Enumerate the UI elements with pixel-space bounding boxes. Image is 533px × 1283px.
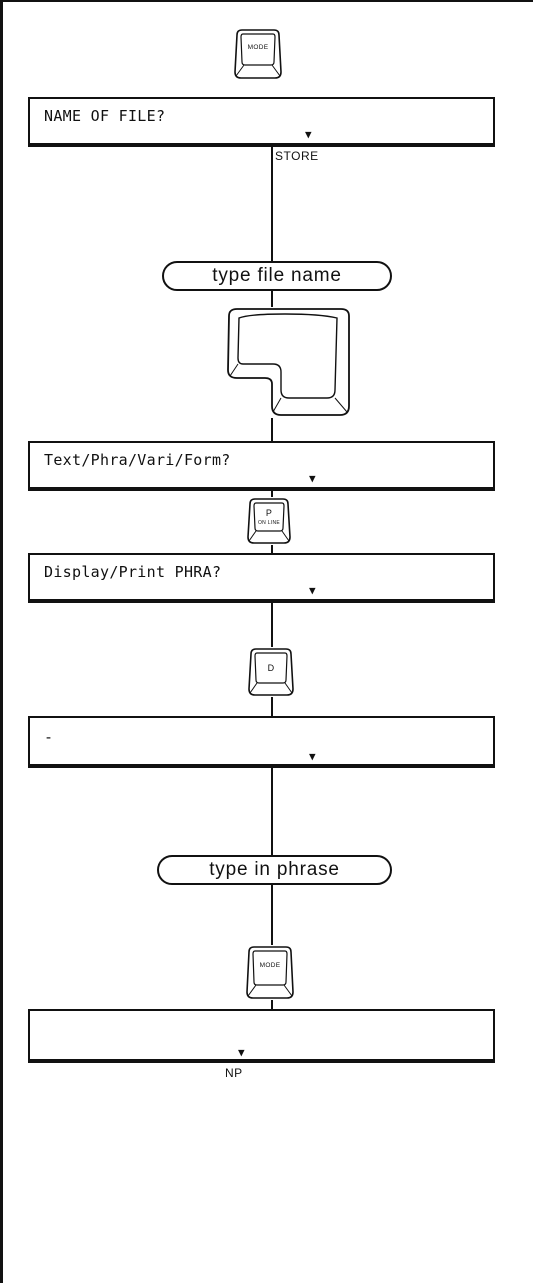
np-label: NP xyxy=(225,1066,243,1080)
connector-line xyxy=(271,291,273,307)
key-cap-icon xyxy=(246,946,294,999)
cursor-marker-icon: ▼ xyxy=(309,584,316,597)
connector-line xyxy=(271,545,273,553)
diagram-frame-left xyxy=(0,0,3,1283)
connector-line xyxy=(271,491,273,497)
key-label: MODE xyxy=(259,962,281,969)
connector-line xyxy=(271,418,273,441)
connector-line xyxy=(271,1000,273,1009)
cursor-marker-icon: ▼ xyxy=(309,750,316,763)
lcd-display-name-of-file: NAME OF FILE? ▼ xyxy=(28,97,495,147)
key-label: MODE xyxy=(247,44,269,51)
display-text: NAME OF FILE? xyxy=(44,107,166,125)
connector-line xyxy=(271,147,273,262)
return-key-icon xyxy=(225,306,353,418)
lcd-display-phrase-entry: - ▼ xyxy=(28,716,495,768)
action-type-file-name: type file name xyxy=(162,261,392,291)
key-cap-icon xyxy=(234,29,282,79)
store-label: STORE xyxy=(275,149,319,163)
lcd-display-file-type: Text/Phra/Vari/Form? ▼ xyxy=(28,441,495,491)
connector-line xyxy=(271,768,273,856)
display-text: - xyxy=(44,728,54,746)
connector-line xyxy=(271,697,273,717)
key-cap-icon xyxy=(247,498,291,544)
cursor-marker-icon: ▼ xyxy=(238,1046,245,1059)
diagram-frame-top xyxy=(0,0,533,2)
connector-line xyxy=(271,885,273,945)
d-key: D xyxy=(247,647,295,697)
key-cap-icon xyxy=(248,648,294,696)
key-label: P xyxy=(265,508,273,518)
key-label: D xyxy=(267,663,275,673)
connector-line xyxy=(271,603,273,647)
p-key: P ON LINE xyxy=(246,497,292,545)
action-type-in-phrase: type in phrase xyxy=(157,855,392,885)
lcd-display-empty: ▼ xyxy=(28,1009,495,1063)
display-text: Display/Print PHRA? xyxy=(44,563,222,581)
key-sublabel: ON LINE xyxy=(257,520,281,526)
cursor-marker-icon: ▼ xyxy=(305,128,312,141)
cursor-marker-icon: ▼ xyxy=(309,472,316,485)
mode-key-2: MODE xyxy=(244,945,296,1000)
lcd-display-display-print: Display/Print PHRA? ▼ xyxy=(28,553,495,603)
display-text: Text/Phra/Vari/Form? xyxy=(44,451,231,469)
mode-key-1: MODE xyxy=(232,28,284,80)
